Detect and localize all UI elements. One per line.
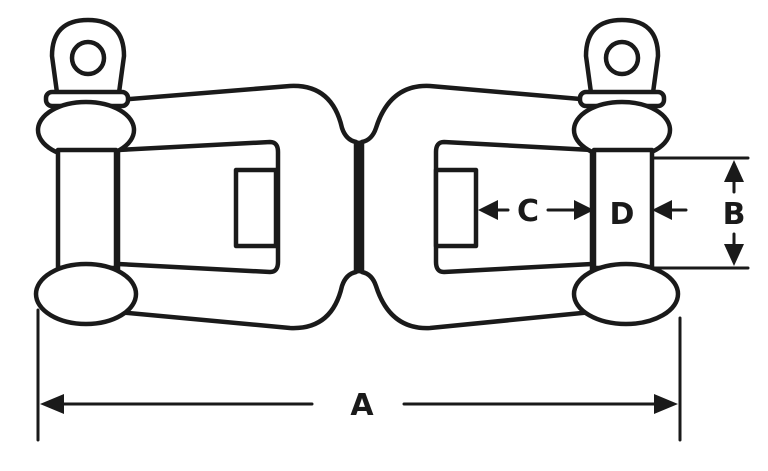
left-swivel-pad: [233, 167, 279, 249]
dimension-c-label: C: [517, 194, 539, 229]
dimension-a-label: A: [350, 388, 374, 423]
dimension-b: B: [650, 156, 750, 270]
left-bottom-knob: [33, 261, 139, 327]
right-shackle: [359, 17, 681, 331]
dimension-d: D: [610, 197, 688, 232]
dimension-a-arrow-right: [654, 394, 678, 414]
left-pin-shaft: [55, 147, 119, 271]
dimension-b-label: B: [723, 197, 746, 232]
dimension-d-arrow: [652, 200, 672, 220]
dimension-c-arrow-left: [478, 200, 498, 220]
left-pin-eye: [49, 17, 127, 103]
dimension-b-arrow-top: [724, 160, 744, 182]
dimension-c-arrow-right: [574, 200, 594, 220]
dimension-d-label: D: [610, 197, 635, 232]
dimension-b-arrow-bottom: [724, 244, 744, 266]
dimension-a: A: [36, 308, 682, 442]
right-pin-eye-hole: [603, 39, 641, 77]
right-swivel-pad: [433, 167, 479, 249]
right-pin-eye: [583, 17, 661, 103]
right-bottom-knob: [571, 261, 681, 327]
dimension-c: C: [478, 194, 594, 229]
left-shackle: [33, 17, 359, 331]
dimension-a-arrow-left: [40, 394, 64, 414]
left-pin-eye-hole: [69, 39, 107, 77]
